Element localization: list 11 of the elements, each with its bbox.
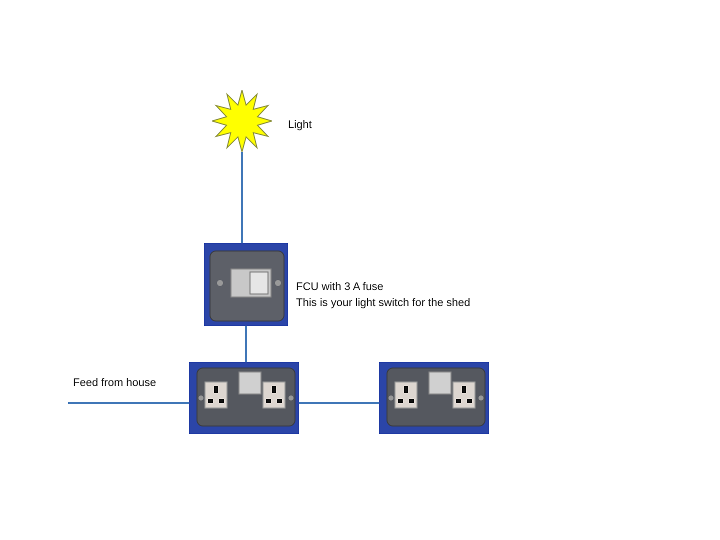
caption-text: Light	[288, 118, 312, 133]
fused-switch-drawing	[204, 243, 288, 326]
caption-text: FCU with 3 A fuse	[296, 280, 384, 295]
wire-line	[245, 326, 247, 362]
socket-drawing	[379, 362, 489, 434]
socket-drawing	[189, 362, 299, 434]
wire-line	[68, 402, 189, 404]
wire-line	[299, 402, 379, 404]
wire-line	[241, 152, 243, 243]
starburst-icon	[212, 90, 272, 152]
caption-text: This is your light switch for the shed	[296, 296, 470, 311]
